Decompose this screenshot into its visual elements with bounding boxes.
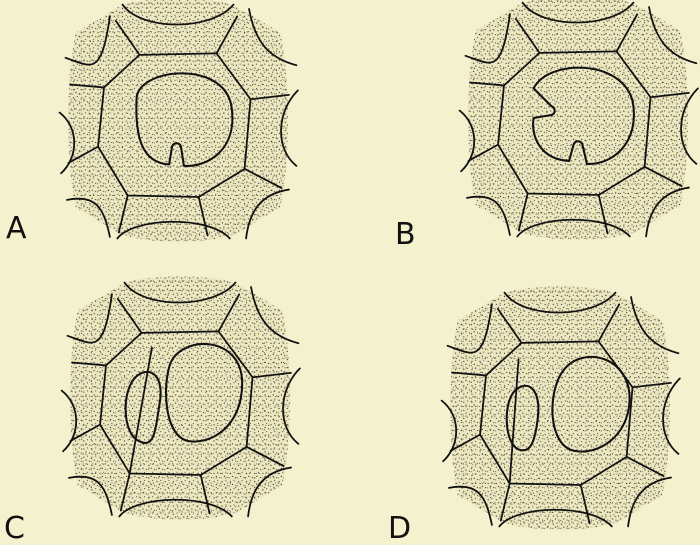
panel-label-c: C: [4, 511, 25, 545]
panel-label-b: B: [395, 217, 416, 252]
panel-a: [60, 0, 298, 242]
panel-c: [62, 276, 300, 519]
panel-label-d: D: [388, 511, 411, 545]
panel-b: [460, 0, 698, 240]
panel-d: [442, 286, 680, 529]
panel-label-a: A: [6, 211, 27, 246]
